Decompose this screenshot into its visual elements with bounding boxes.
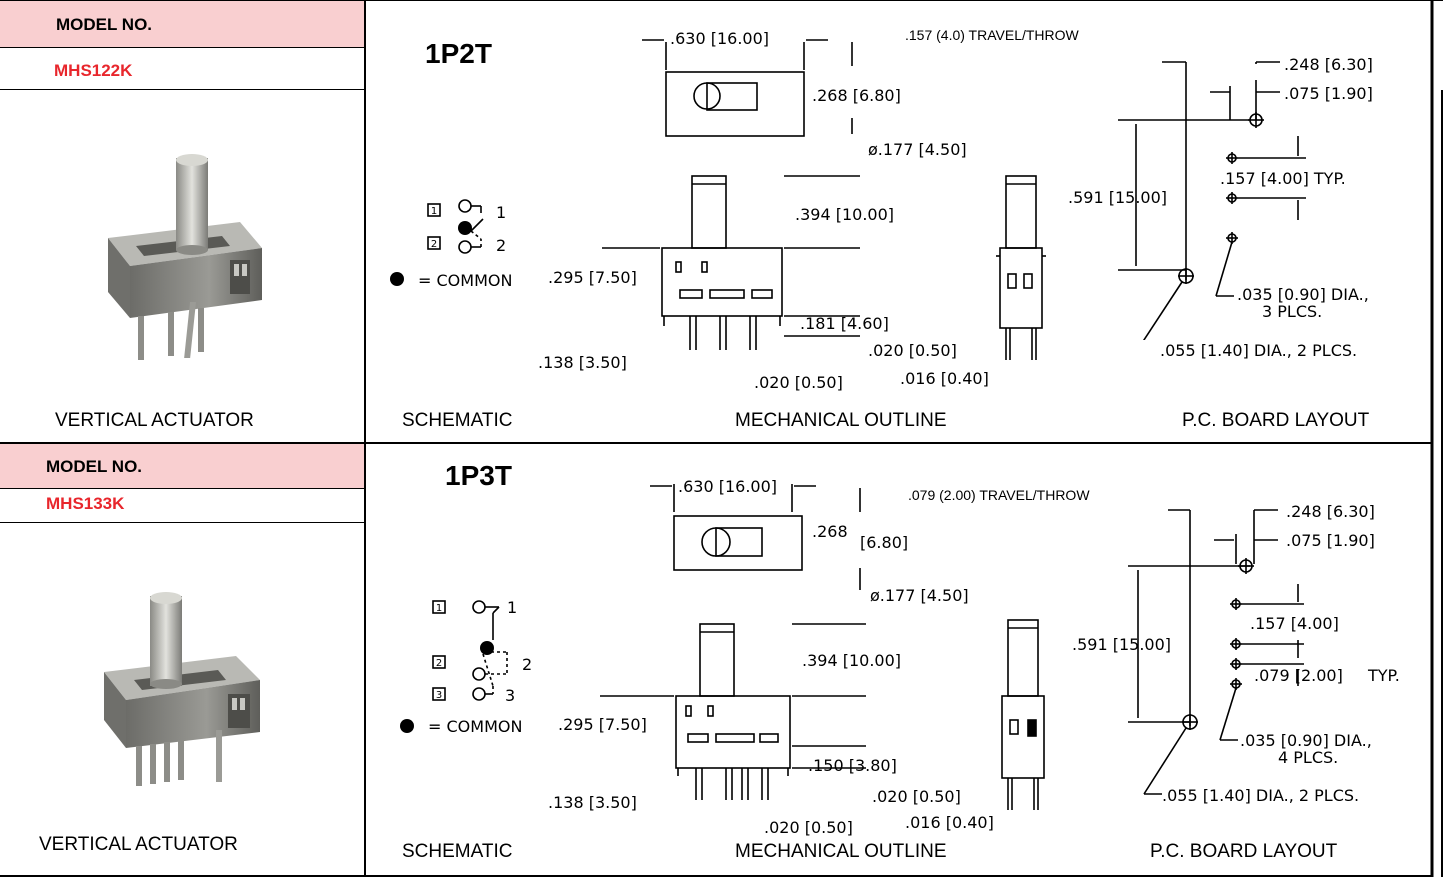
pcb-caption-2: P.C. BOARD LAYOUT (1150, 841, 1338, 862)
schematic-terminal-3: 3 (505, 686, 516, 705)
schematic-diagram-2: 1 2 3 (400, 600, 508, 733)
schematic-terminal-1: 1 (496, 203, 507, 222)
pcb-pitch-a-2: .157 [4.00] (1250, 614, 1339, 633)
schematic-terminal-1: 1 (507, 598, 518, 617)
switch-photo-2 (104, 592, 260, 786)
dim-body-depth-1: .268 [6.80] (812, 86, 901, 105)
dim-pin-width-1: .020 [0.50] (754, 373, 843, 392)
mechanical-caption-2: MECHANICAL OUTLINE (735, 841, 947, 862)
pole-type-2: 1P3T (445, 460, 512, 491)
pcb-spacing-b-2: .075 [1.90] (1286, 531, 1375, 550)
dim-pin-thickness-2: .016 [0.40] (905, 813, 994, 832)
pcb-spacing-a-1: .248 [6.30] (1284, 55, 1373, 74)
schematic-terminal-2: 2 (522, 655, 533, 674)
dim-body-height-1: .295 [7.50] (548, 268, 637, 287)
common-label-1: = COMMON (418, 271, 513, 290)
pcb-overall-2: .591 [15.00] (1072, 635, 1171, 654)
model-header-2: MODEL NO. (0, 444, 364, 489)
pcb-caption-1: P.C. BOARD LAYOUT (1182, 410, 1370, 431)
actuator-caption-1: VERTICAL ACTUATOR (55, 410, 254, 431)
schematic-caption-1: SCHEMATIC (402, 410, 513, 431)
mechanical-outline-2 (600, 484, 1045, 810)
pcb-pitch-b-2: .079 [2.00] (1254, 666, 1343, 685)
schematic-caption-2: SCHEMATIC (402, 841, 513, 862)
dim-pin-width-side-1: .020 [0.50] (868, 341, 957, 360)
travel-note-2: .079 (2.00) TRAVEL/THROW (908, 487, 1090, 503)
dim-pin-width-side-2: .020 [0.50] (872, 787, 961, 806)
dim-body-depth-value-2: .268 (812, 522, 848, 541)
model-header-label: MODEL NO. (46, 457, 143, 476)
dim-pin-thickness-1: .016 [0.40] (900, 369, 989, 388)
pcb-overall-1: .591 [15.00] (1068, 188, 1167, 207)
dim-pin-length-1: .181 [4.60] (800, 314, 889, 333)
pcb-layout-2 (1128, 509, 1304, 795)
dim-width-2: .630 [16.00] (678, 477, 777, 496)
switch-photo-1 (108, 154, 262, 360)
svg-text:1: 1 (436, 603, 442, 614)
mechanical-outline-1 (602, 39, 1046, 360)
dim-pin-length-2: .150 [3.80] (808, 756, 897, 775)
schematic-diagram-1: 1 2 (390, 199, 484, 286)
pcb-layout-1 (1118, 61, 1306, 340)
dim-actuator-dia-1: ø.177 [4.50] (868, 140, 967, 159)
mechanical-caption-1: MECHANICAL OUTLINE (735, 410, 947, 431)
svg-text:1: 1 (431, 206, 437, 217)
dim-width-1: .630 [16.00] (670, 29, 769, 48)
common-label-2: = COMMON (428, 717, 523, 736)
dim-actuator-dia-2: ø.177 [4.50] (870, 586, 969, 605)
pcb-large-holes-2: .055 [1.40] DIA., 2 PLCS. (1162, 786, 1360, 805)
pcb-small-holes-2: .035 [0.90] DIA., (1240, 731, 1372, 750)
pcb-small-holes-count-1: 3 PLCS. (1262, 302, 1323, 321)
pole-type-1: 1P2T (425, 38, 492, 69)
dim-actuator-height-2: .394 [10.00] (802, 651, 901, 670)
dim-actuator-height-1: .394 [10.00] (795, 205, 894, 224)
svg-text:3: 3 (436, 690, 442, 701)
dim-pin-offset-2: .138 [3.50] (548, 793, 637, 812)
divider (0, 522, 364, 523)
dim-body-depth-metric-2: [6.80] (860, 533, 909, 552)
dim-pin-offset-1: .138 [3.50] (538, 353, 627, 372)
dim-body-height-2: .295 [7.50] (558, 715, 647, 734)
svg-text:2: 2 (436, 658, 442, 669)
divider (0, 89, 364, 90)
dim-pin-width-2: .020 [0.50] (764, 818, 853, 837)
pcb-small-holes-count-2: 4 PLCS. (1278, 748, 1339, 767)
pcb-spacing-a-2: .248 [6.30] (1286, 502, 1375, 521)
pcb-pitch-1: .157 [4.00] TYP. (1220, 169, 1346, 188)
model-number-2: MHS133K (46, 494, 125, 513)
pcb-spacing-b-1: .075 [1.90] (1284, 84, 1373, 103)
pcb-small-holes-1: .035 [0.90] DIA., (1237, 285, 1369, 304)
model-number-1: MHS122K (54, 61, 133, 80)
travel-note-1: .157 (4.0) TRAVEL/THROW (905, 27, 1079, 43)
schematic-terminal-2: 2 (496, 236, 507, 255)
svg-text:2: 2 (431, 239, 437, 250)
pcb-pitch-suffix-2: TYP. (1368, 666, 1400, 685)
actuator-caption-2: VERTICAL ACTUATOR (39, 834, 238, 855)
model-header-label: MODEL NO. (56, 15, 153, 34)
model-header-1: MODEL NO. (0, 1, 364, 48)
pcb-large-holes-1: .055 [1.40] DIA., 2 PLCS. (1160, 341, 1358, 360)
